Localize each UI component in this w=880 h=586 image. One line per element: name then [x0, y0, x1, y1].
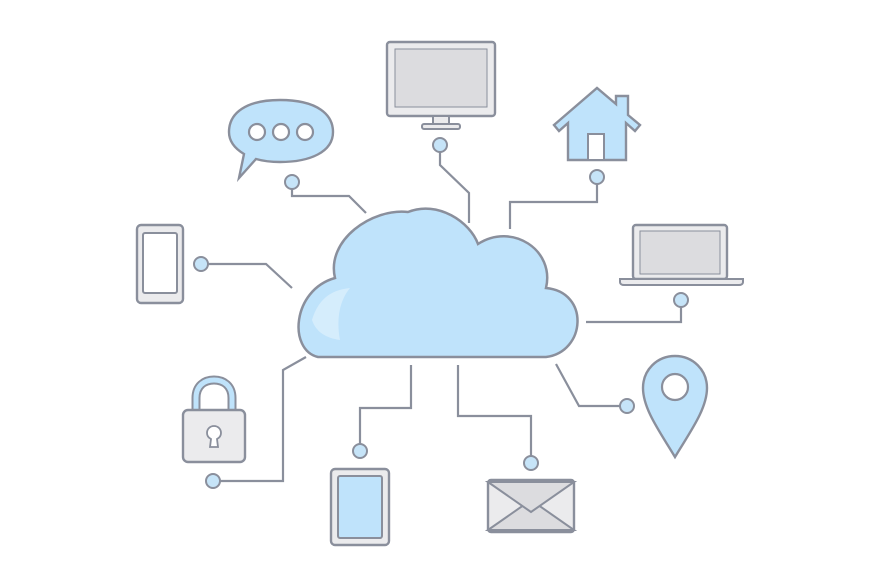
keyhole-icon: [206, 425, 222, 448]
house-door: [587, 133, 605, 161]
monitor-neck: [432, 115, 450, 125]
padlock-icon: [181, 375, 247, 464]
connector-laptop: [586, 300, 683, 324]
node-home: [589, 169, 605, 185]
node-lock: [205, 473, 221, 489]
connector-chat: [290, 182, 367, 214]
tablet-screen: [337, 475, 383, 539]
connector-phone: [201, 262, 293, 289]
laptop-icon: [619, 223, 744, 286]
desktop-monitor-icon: [385, 40, 497, 130]
node-laptop: [673, 292, 689, 308]
typing-dot-2: [271, 122, 291, 142]
node-monitor: [432, 137, 448, 153]
padlock-shackle-fill: [193, 377, 235, 412]
chat-bubble-icon: [227, 98, 335, 183]
connector-envelope: [456, 365, 533, 463]
laptop-screen: [639, 230, 721, 275]
monitor-stand: [421, 123, 461, 130]
envelope-icon: [484, 478, 578, 534]
smartphone-icon: [135, 223, 185, 305]
connector-home: [508, 177, 599, 229]
home-icon: [552, 86, 642, 162]
node-pin: [619, 398, 635, 414]
envelope-bottom-flap: [484, 498, 578, 531]
connector-lines: [201, 145, 683, 483]
connector-nodes: [193, 137, 689, 489]
phone-screen: [142, 232, 178, 294]
connector-pin: [555, 363, 627, 408]
tablet-icon: [329, 467, 391, 547]
node-tablet: [352, 443, 368, 459]
node-envelope: [523, 455, 539, 471]
house-shape: [552, 86, 642, 162]
typing-dot-3: [295, 122, 315, 142]
connector-tablet: [358, 365, 413, 451]
monitor-screen: [394, 48, 488, 108]
node-chat: [284, 174, 300, 190]
envelope-top-flap: [484, 481, 578, 514]
typing-dot-1: [247, 122, 267, 142]
location-pin-icon: [641, 354, 709, 460]
cloud-highlight: [312, 288, 350, 340]
node-phone: [193, 256, 209, 272]
pin-shape: [641, 354, 709, 460]
pin-hole: [660, 372, 690, 402]
cloud-shape: [297, 207, 579, 359]
laptop-base: [619, 278, 744, 286]
connector-monitor: [438, 145, 471, 223]
connector-lock: [213, 356, 307, 483]
cloud-icon: [297, 207, 579, 359]
